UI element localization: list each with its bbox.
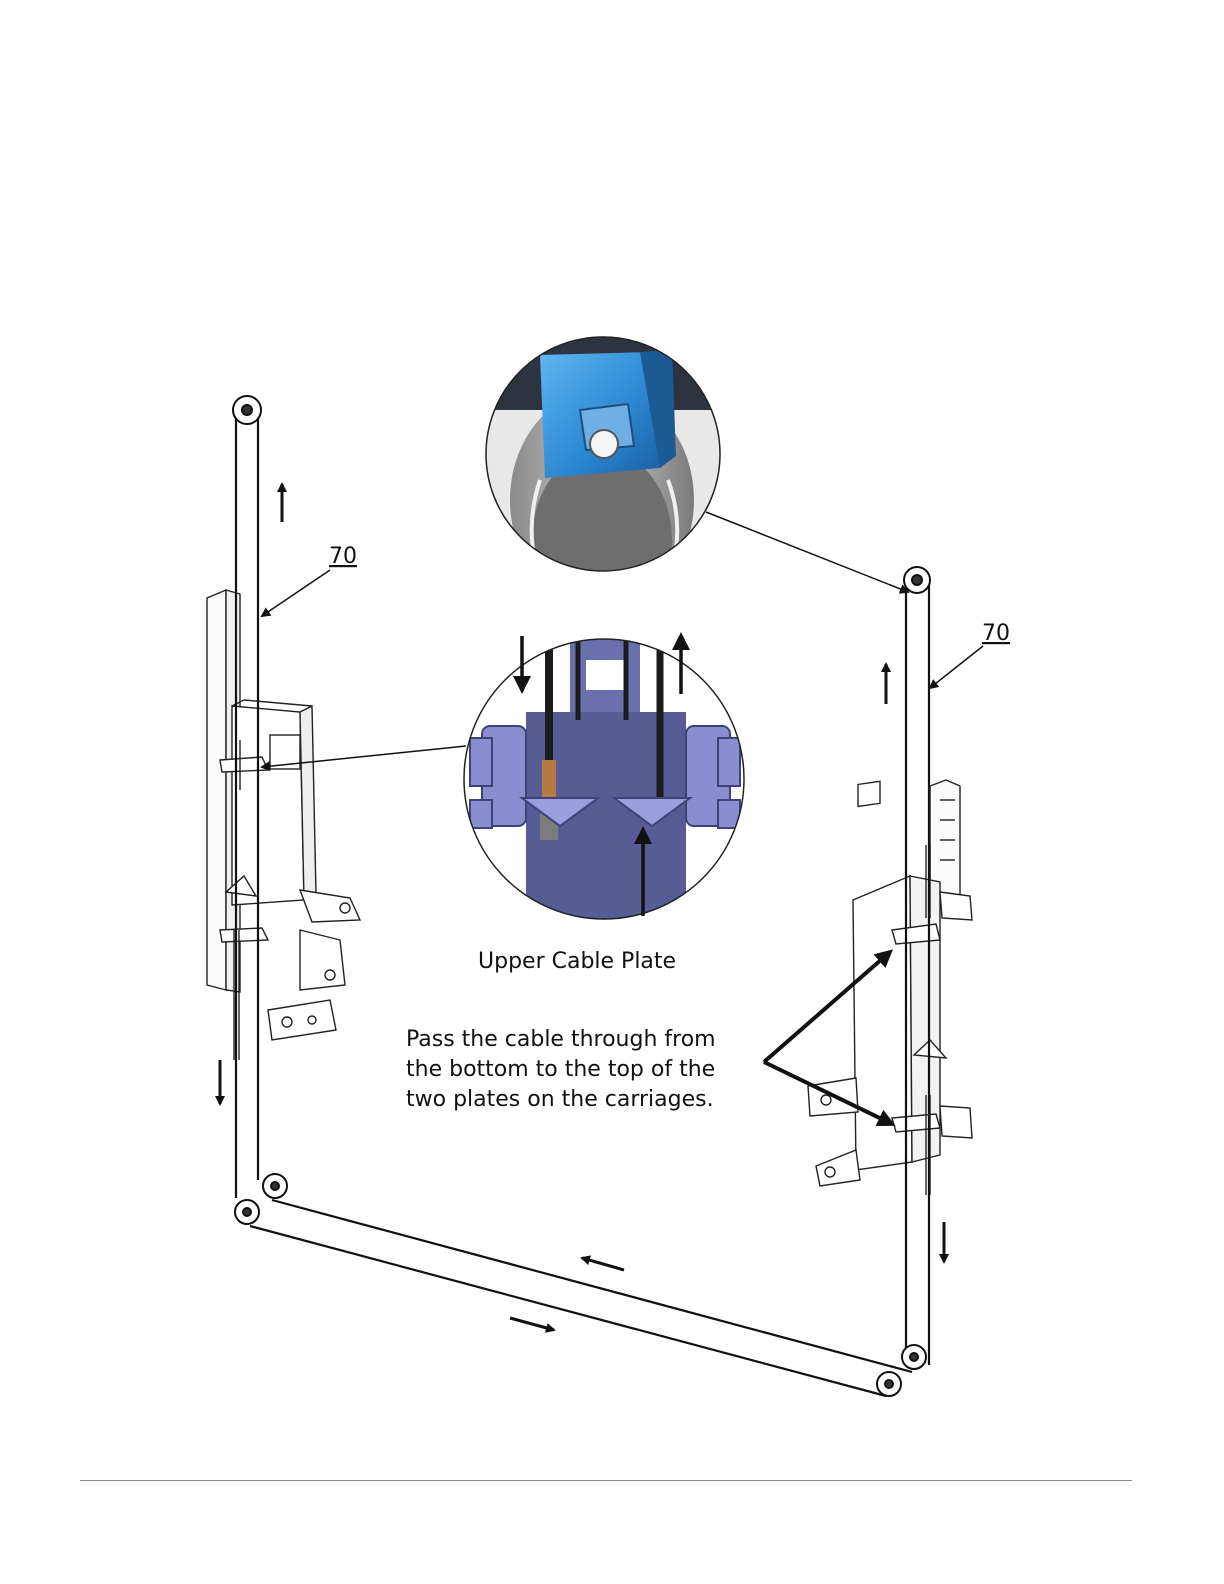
top-right-sheave: [904, 567, 930, 593]
part-70-left-callout: 70: [262, 544, 357, 616]
top-detail-inset: [480, 330, 730, 630]
bottom-right-sheave-a: [877, 1372, 901, 1396]
bottom-left-sheave-a: [235, 1200, 259, 1224]
part-number-70-right: 70: [982, 621, 1010, 646]
instruction-line-1: Pass the cable through from: [406, 1027, 716, 1052]
instruction-text: Pass the cable through from the bottom t…: [406, 1027, 716, 1112]
top-left-sheave: [233, 396, 261, 424]
top-inset-leader: [706, 512, 908, 592]
instruction-line-2: the bottom to the top of the: [406, 1057, 715, 1082]
bottom-right-sheave-b: [902, 1345, 926, 1369]
middle-detail-inset: [460, 636, 750, 942]
part-70-right-callout: 70: [930, 621, 1010, 688]
right-column-assembly: [808, 780, 972, 1195]
part-number-70-left: 70: [329, 544, 357, 569]
arrow-left-bottom: [582, 1258, 624, 1270]
bottom-left-sheave-b: [263, 1174, 287, 1198]
arrow-right-bottom: [510, 1318, 554, 1330]
left-column-assembly: [207, 590, 360, 1060]
instruction-line-3: two plates on the carriages.: [406, 1087, 714, 1112]
upper-cable-plate-label: Upper Cable Plate: [478, 949, 676, 974]
footer-divider: [80, 1480, 1132, 1481]
